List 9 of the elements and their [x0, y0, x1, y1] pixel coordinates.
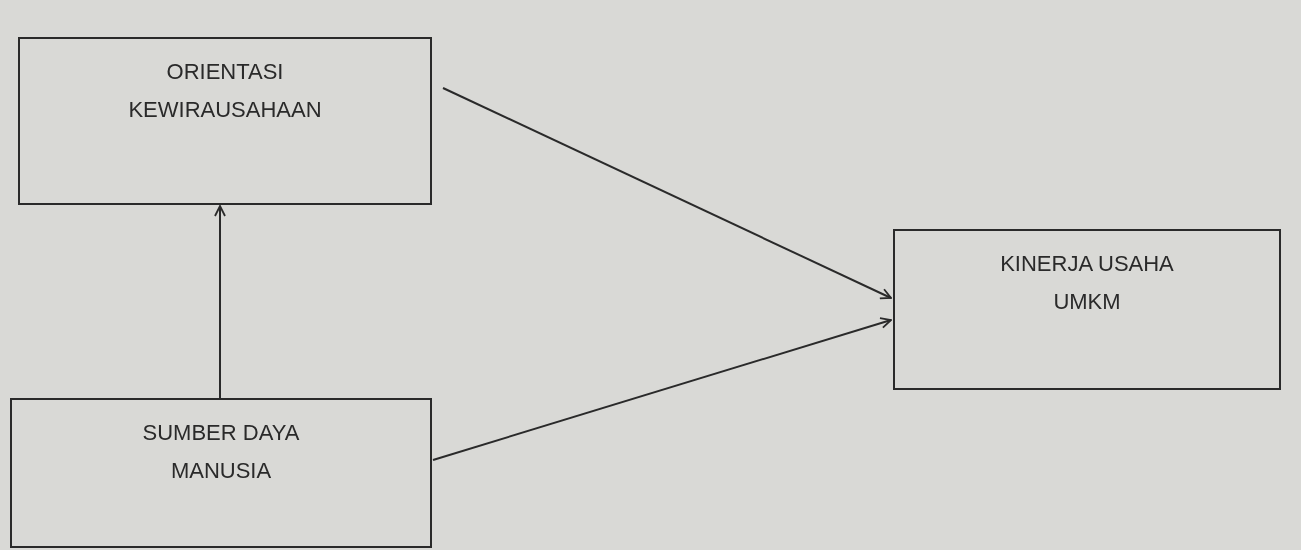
arrow — [442, 87, 892, 300]
process-box — [18, 37, 432, 205]
process-box — [10, 398, 432, 548]
box-label: ORIENTASI KEWIRAUSAHAAN — [127, 58, 323, 124]
box-label: SUMBER DAYA MANUSIA — [141, 419, 301, 485]
process-box — [893, 229, 1281, 390]
arrow — [432, 317, 892, 461]
box-label: KINERJA USAHA UMKM — [999, 250, 1175, 316]
arrow — [214, 205, 226, 399]
